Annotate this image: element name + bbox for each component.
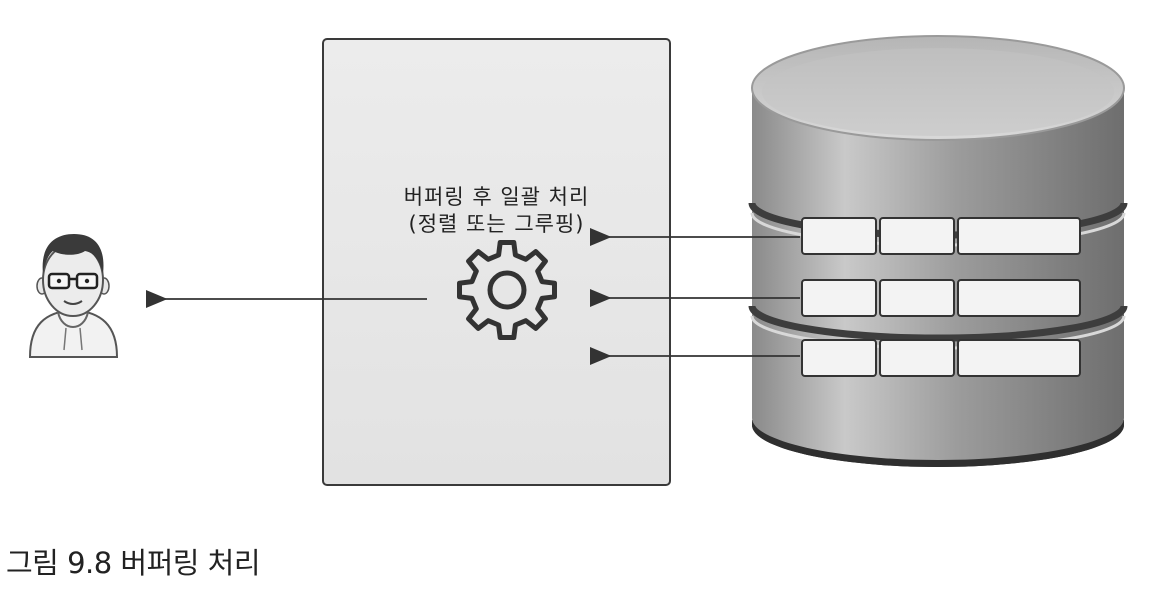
record-row (801, 339, 1081, 377)
record-cell (879, 279, 955, 317)
record-cell (957, 339, 1081, 377)
user-icon (28, 234, 119, 358)
record-row (801, 217, 1081, 255)
record-cell (801, 279, 877, 317)
record-cell (801, 339, 877, 377)
panel-title-line1: 버퍼링 후 일괄 처리 (403, 185, 590, 209)
record-cell (879, 217, 955, 255)
gear-icon (457, 240, 557, 340)
record-cell (801, 217, 877, 255)
record-cell (957, 217, 1081, 255)
panel-title-line2: (정렬 또는 그루핑) (408, 212, 585, 236)
record-cell (957, 279, 1081, 317)
record-cell (879, 339, 955, 377)
record-row (801, 279, 1081, 317)
figure-caption: 그림 9.8 버퍼링 처리 (6, 546, 261, 580)
processing-panel (322, 38, 671, 486)
